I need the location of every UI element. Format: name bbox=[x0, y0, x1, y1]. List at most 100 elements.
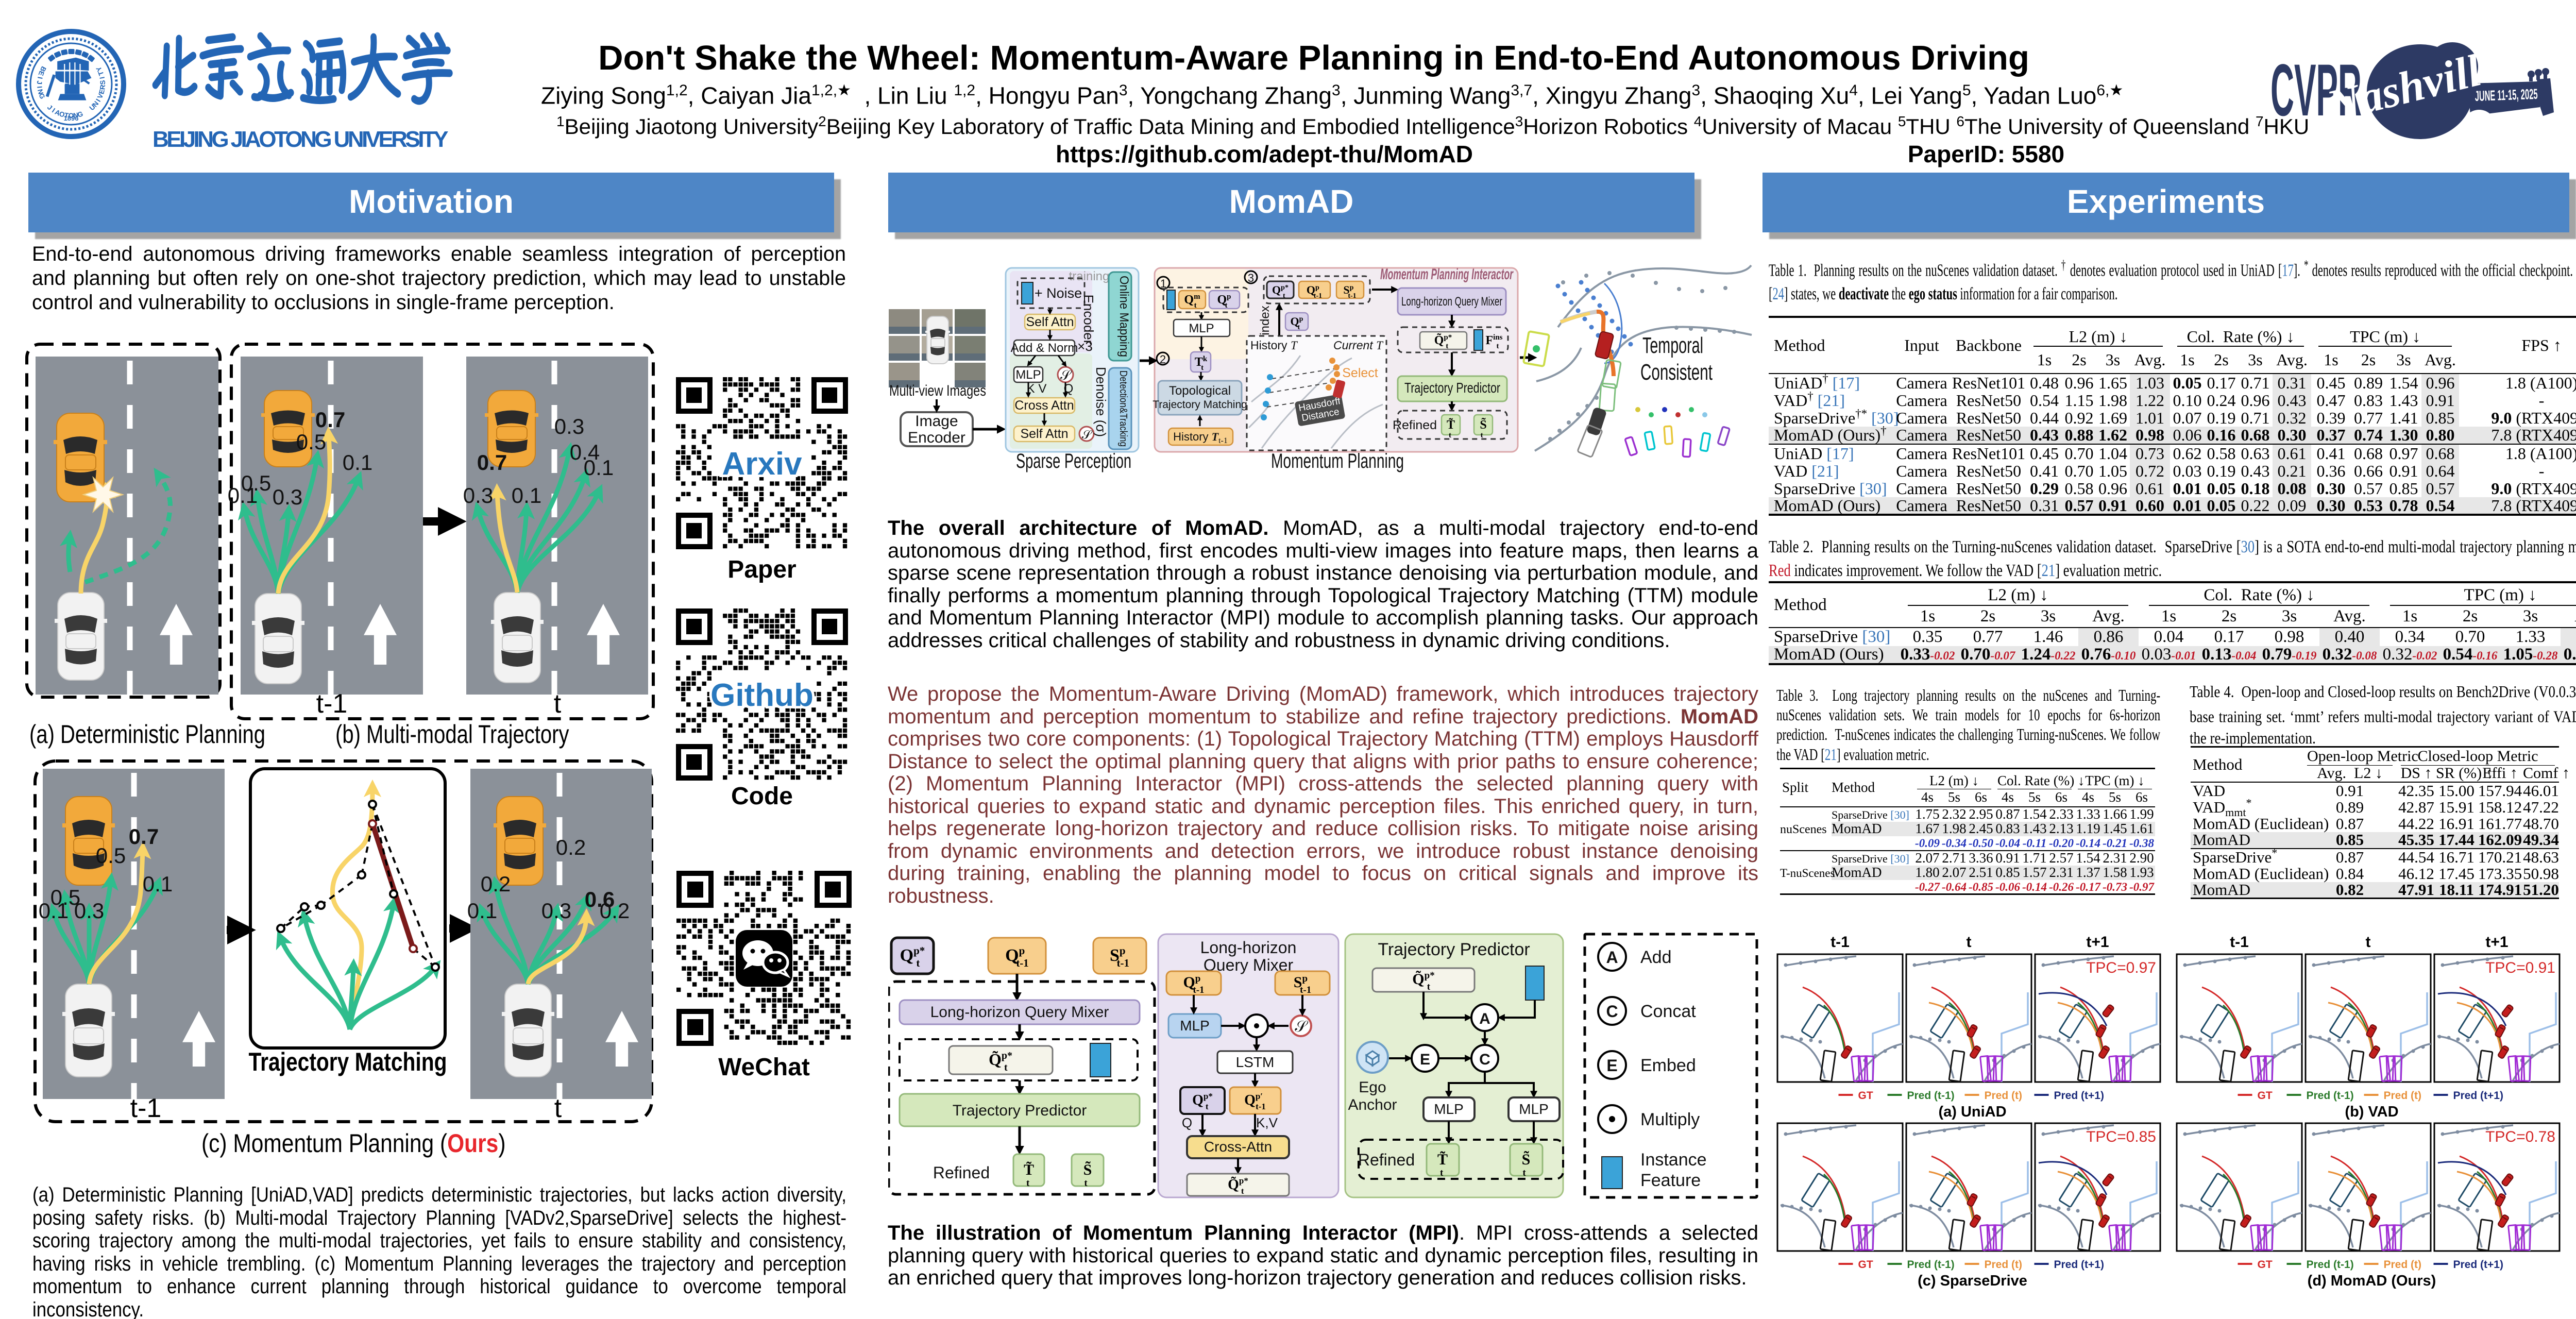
svg-text:E: E bbox=[1606, 1056, 1617, 1075]
svg-text:Add: Add bbox=[1640, 948, 1672, 967]
svg-text:Self Attn: Self Attn bbox=[1026, 315, 1074, 329]
svg-text:Trajectory Predictor: Trajectory Predictor bbox=[1404, 380, 1500, 396]
svg-text:0.6: 0.6 bbox=[585, 887, 615, 911]
svg-text:Encoder: Encoder bbox=[908, 429, 965, 446]
svg-text:Github: Github bbox=[710, 678, 814, 713]
svg-text:0.3: 0.3 bbox=[273, 485, 302, 509]
svg-text:0.1: 0.1 bbox=[343, 450, 372, 475]
svg-text:Topological: Topological bbox=[1169, 384, 1231, 398]
svg-text:BEIJING JIAOTONG UNIVERSITY: BEIJING JIAOTONG UNIVERSITY bbox=[152, 127, 449, 152]
svg-text:Trajectory Matching: Trajectory Matching bbox=[1153, 399, 1247, 411]
svg-text:Consistent: Consistent bbox=[1640, 360, 1713, 385]
svg-text:0.1: 0.1 bbox=[512, 483, 541, 508]
svg-text:LSTM: LSTM bbox=[1236, 1054, 1275, 1070]
svg-text:Refined: Refined bbox=[1358, 1151, 1415, 1169]
svg-text:t: t bbox=[1967, 934, 1972, 951]
svg-text:Pred (t): Pred (t) bbox=[1985, 1259, 2023, 1271]
svg-text:𝒮: 𝒮 bbox=[1295, 1018, 1308, 1035]
svg-text:+ Noise: + Noise bbox=[1035, 285, 1082, 301]
svg-text:N: N bbox=[36, 88, 45, 95]
svg-text:MLP: MLP bbox=[1189, 322, 1214, 335]
svg-text:Cross-Attn: Cross-Attn bbox=[1204, 1139, 1272, 1155]
svg-text:Multi-view Images: Multi-view Images bbox=[889, 382, 986, 399]
svg-text:Instance: Instance bbox=[1640, 1150, 1707, 1170]
svg-text:0.3: 0.3 bbox=[554, 414, 584, 438]
svg-text:t-1: t-1 bbox=[2230, 934, 2249, 951]
svg-text:MLP: MLP bbox=[1180, 1018, 1210, 1034]
svg-text:O: O bbox=[58, 110, 65, 119]
svg-text:JUNE 11-15, 2025: JUNE 11-15, 2025 bbox=[2475, 86, 2538, 104]
svg-text:O: O bbox=[69, 112, 74, 120]
svg-text:I: I bbox=[94, 97, 102, 103]
svg-text:Detection&Tracking: Detection&Tracking bbox=[1117, 370, 1129, 447]
svg-text:Concat: Concat bbox=[1640, 1002, 1696, 1021]
svg-text:I: I bbox=[36, 86, 43, 89]
svg-text:0.2: 0.2 bbox=[556, 835, 586, 859]
svg-text:GT: GT bbox=[2258, 1090, 2273, 1102]
svg-text:Embed: Embed bbox=[1640, 1056, 1696, 1075]
svg-text:Refined: Refined bbox=[933, 1163, 990, 1182]
svg-text:TPC=0.91: TPC=0.91 bbox=[2485, 959, 2555, 976]
svg-text:Pred (t-1): Pred (t-1) bbox=[2307, 1259, 2354, 1271]
svg-text:(c) SparseDrive: (c) SparseDrive bbox=[1918, 1273, 2027, 1289]
svg-text:I: I bbox=[98, 76, 106, 80]
svg-text:(a) UniAD: (a) UniAD bbox=[1938, 1104, 2006, 1120]
svg-text:Pred (t+1): Pred (t+1) bbox=[2054, 1090, 2104, 1102]
svg-text:0.1: 0.1 bbox=[584, 455, 614, 480]
svg-text:Pred (t-1): Pred (t-1) bbox=[2307, 1090, 2354, 1102]
svg-text:Long-horizon Query Mixer: Long-horizon Query Mixer bbox=[1401, 295, 1502, 309]
svg-text:A: A bbox=[1479, 1010, 1490, 1027]
svg-text:3: 3 bbox=[1248, 272, 1254, 284]
svg-text:t: t bbox=[2366, 934, 2371, 951]
svg-text:Cross Attn: Cross Attn bbox=[1014, 398, 1074, 413]
svg-text:Pred (t): Pred (t) bbox=[2384, 1259, 2422, 1271]
svg-text:0.3: 0.3 bbox=[463, 483, 493, 508]
svg-text:0.5: 0.5 bbox=[241, 471, 271, 495]
svg-text:Long-horizon: Long-horizon bbox=[1200, 938, 1297, 957]
svg-text:CVPR: CVPR bbox=[2270, 49, 2362, 131]
svg-text:T: T bbox=[64, 111, 70, 120]
svg-text:0.2: 0.2 bbox=[481, 872, 511, 896]
svg-text:I: I bbox=[50, 107, 56, 114]
svg-text:1896: 1896 bbox=[64, 114, 79, 122]
svg-text:Momentum Planning Interactor: Momentum Planning Interactor bbox=[1380, 266, 1514, 283]
svg-text:Long-horizon Query Mixer: Long-horizon Query Mixer bbox=[930, 1004, 1109, 1021]
svg-text:0.5: 0.5 bbox=[296, 430, 326, 454]
svg-text:t-1: t-1 bbox=[316, 689, 348, 719]
svg-text:Arxiv: Arxiv bbox=[722, 446, 802, 482]
svg-text:Self Attn: Self Attn bbox=[1020, 427, 1068, 441]
svg-text:K V: K V bbox=[1027, 382, 1047, 396]
svg-text:E: E bbox=[1420, 1051, 1430, 1068]
svg-text:J: J bbox=[36, 80, 43, 84]
svg-text:0.3: 0.3 bbox=[541, 899, 571, 923]
svg-text:0.3: 0.3 bbox=[74, 899, 104, 923]
svg-text:Pred (t+1): Pred (t+1) bbox=[2453, 1259, 2503, 1271]
svg-text:MLP: MLP bbox=[1519, 1101, 1549, 1117]
svg-text:0.7: 0.7 bbox=[477, 450, 507, 475]
svg-text:t-1: t-1 bbox=[1831, 934, 1850, 951]
svg-text:(b) VAD: (b) VAD bbox=[2345, 1104, 2398, 1120]
svg-text:Refined: Refined bbox=[1393, 418, 1437, 432]
svg-text:MLP: MLP bbox=[1434, 1101, 1464, 1117]
svg-text:GT: GT bbox=[1858, 1090, 1873, 1102]
svg-text:Pred (t+1): Pred (t+1) bbox=[2453, 1090, 2503, 1102]
svg-text:Qp′t-1: Qp′t-1 bbox=[1244, 1091, 1266, 1111]
svg-text:A: A bbox=[1606, 948, 1618, 967]
svg-text:0.1: 0.1 bbox=[143, 872, 173, 896]
svg-text:×3: ×3 bbox=[1077, 339, 1093, 354]
svg-text:Pred (t): Pred (t) bbox=[2384, 1090, 2422, 1102]
svg-text:1: 1 bbox=[1160, 277, 1166, 290]
svg-text:0.4: 0.4 bbox=[570, 440, 600, 464]
svg-text:0.7: 0.7 bbox=[315, 408, 345, 432]
svg-text:N: N bbox=[73, 111, 79, 120]
svg-text:index: index bbox=[1258, 306, 1272, 335]
svg-text:E: E bbox=[97, 89, 106, 95]
svg-text:0.7: 0.7 bbox=[129, 824, 159, 849]
svg-text:𝒮: 𝒮 bbox=[1060, 367, 1072, 383]
svg-text:0.5: 0.5 bbox=[96, 843, 126, 868]
svg-text:Image: Image bbox=[915, 413, 958, 430]
svg-text:Online Mapping: Online Mapping bbox=[1117, 276, 1131, 357]
svg-text:Trajectory Predictor: Trajectory Predictor bbox=[1378, 940, 1530, 959]
svg-text:Feature: Feature bbox=[1640, 1171, 1701, 1190]
svg-text:t-1: t-1 bbox=[130, 1093, 162, 1123]
